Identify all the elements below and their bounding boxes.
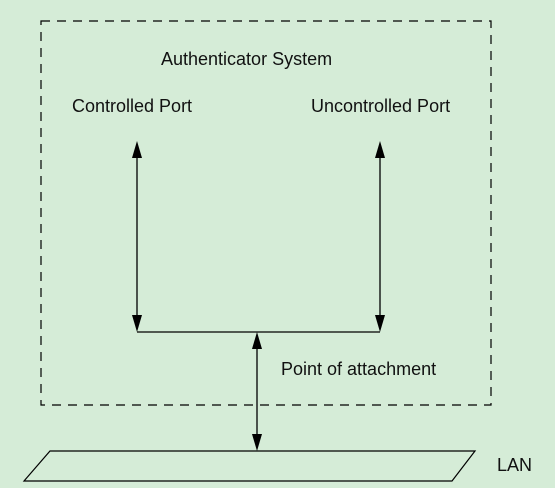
authenticator-system-boundary	[40, 20, 492, 406]
attachment-arrow	[252, 332, 262, 451]
uncontrolled-port-arrow	[375, 141, 385, 332]
lan-label: LAN	[497, 455, 533, 475]
point-of-attachment-label: Point of attachment	[281, 359, 437, 379]
uncontrolled-port-label: Uncontrolled Port	[311, 96, 451, 116]
lan-segment	[22, 450, 477, 482]
controlled-port-arrow	[132, 141, 142, 332]
controlled-port-label: Controlled Port	[72, 96, 193, 116]
authenticator-system-title: Authenticator System	[161, 49, 333, 69]
